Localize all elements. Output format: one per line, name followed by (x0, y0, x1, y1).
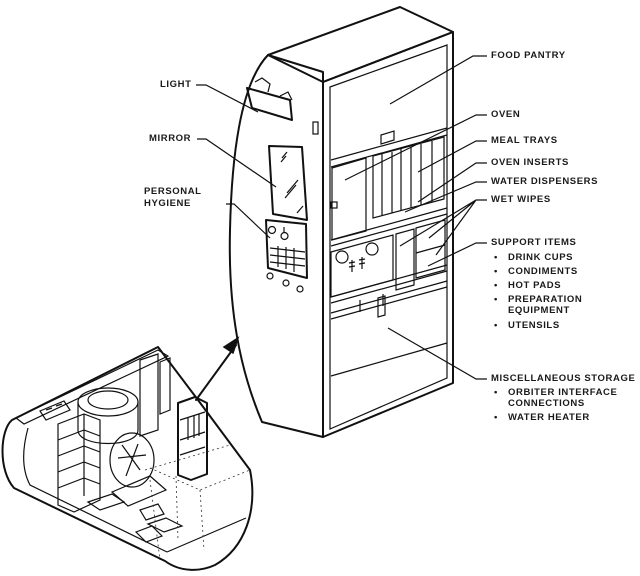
inset-arrow (195, 336, 240, 401)
label-water-dispensers: WATER DISPENSERS (491, 176, 599, 187)
bullet-icon: • (494, 266, 498, 277)
label-oven-inserts: OVEN INSERTS (491, 157, 569, 168)
leader-lines (196, 55, 487, 380)
support-item-drink-cups: •DRINK CUPS (494, 252, 574, 263)
label-meal-trays: MEAL TRAYS (491, 135, 558, 146)
label-support-items: SUPPORT ITEMS (491, 237, 577, 248)
label-miscellaneous-storage: MISCELLANEOUS STORAGE (491, 373, 636, 384)
label-oven: OVEN (491, 109, 521, 120)
bullet-icon: • (494, 320, 498, 331)
label-light: LIGHT (160, 79, 192, 90)
support-item-hot-pads: •HOT PADS (494, 280, 562, 291)
bullet-icon: • (494, 294, 498, 305)
label-mirror: MIRROR (149, 133, 192, 144)
label-personal-hygiene-line2: HYGIENE (144, 198, 191, 209)
support-item-utensils: •UTENSILS (494, 320, 560, 331)
support-item-preparation-equipment-line2: EQUIPMENT (508, 305, 570, 316)
misc-item-water-heater: •WATER HEATER (494, 412, 590, 423)
module-cutaway-inset (1, 346, 254, 571)
support-item-preparation-equipment: •PREPARATION (494, 294, 583, 305)
misc-item-orbiter-interface-line2: CONNECTIONS (508, 398, 585, 409)
label-personal-hygiene-line1: PERSONAL (144, 186, 202, 197)
label-wet-wipes: WET WIPES (491, 194, 551, 205)
misc-item-orbiter-interface: •ORBITER INTERFACE (494, 387, 618, 398)
bullet-icon: • (494, 412, 498, 423)
bullet-icon: • (494, 280, 498, 291)
bullet-icon: • (494, 387, 498, 398)
label-food-pantry: FOOD PANTRY (491, 50, 566, 61)
support-item-condiments: •CONDIMENTS (494, 266, 578, 277)
galley-cabinet (228, 6, 454, 438)
bullet-icon: • (494, 252, 498, 263)
